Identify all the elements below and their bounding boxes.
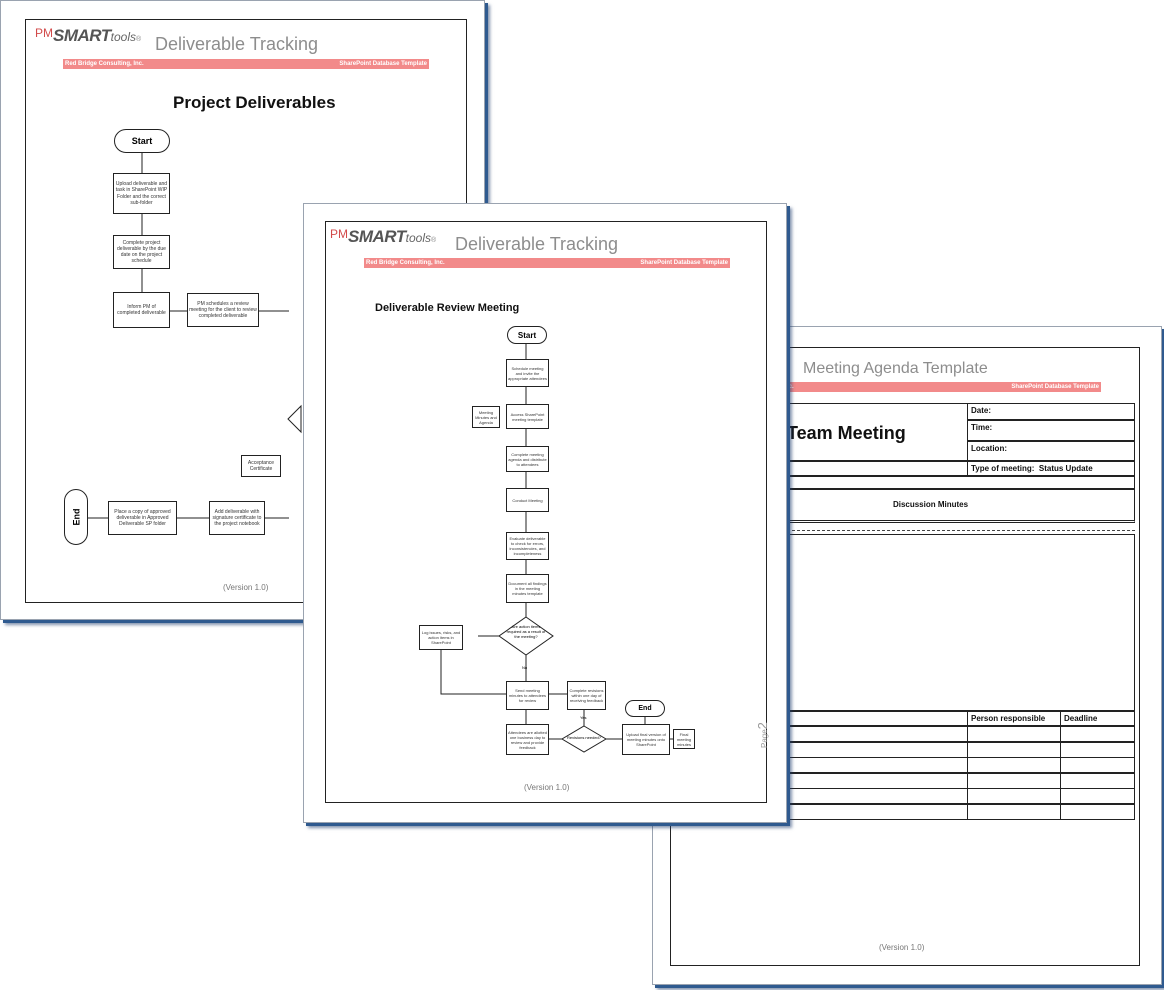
- table-cell: [967, 772, 1061, 789]
- version-label: (Version 1.0): [223, 583, 269, 592]
- template-name: SharePoint Database Template: [640, 260, 728, 266]
- start-terminator: Start: [114, 129, 170, 153]
- page-frame: [325, 221, 767, 803]
- table-cell: [967, 757, 1061, 773]
- table-cell: [1060, 741, 1135, 758]
- no-label: No: [522, 665, 528, 670]
- document-findings-step: Document all findings in the meeting min…: [506, 574, 549, 603]
- attendees-review-step: Attendees are allotted one business day …: [506, 724, 549, 755]
- meeting-type-field: Type of meeting: Status Update: [967, 461, 1135, 476]
- header-band: nc. SharePoint Database Template: [783, 382, 1101, 392]
- header-band: Red Bridge Consulting, Inc. SharePoint D…: [63, 59, 429, 69]
- table-cell: [1060, 803, 1135, 820]
- revisions-decision: Revisions needed?: [566, 735, 602, 740]
- template-name: SharePoint Database Template: [339, 61, 427, 67]
- complete-deliverable-step: Complete project deliverable by the due …: [113, 235, 170, 269]
- table-cell: [967, 788, 1061, 804]
- company-name: nc.: [785, 384, 794, 390]
- date-field: Date:: [967, 403, 1135, 420]
- access-template-step: Access SharePoint meeting template: [506, 404, 549, 429]
- flowchart-connectors: [440, 344, 673, 753]
- flowchart-connectors: [88, 153, 302, 519]
- table-cell: [967, 726, 1061, 742]
- template-name: SharePoint Database Template: [1011, 384, 1099, 390]
- page-number-label: Page2: [755, 722, 770, 748]
- header-band: Red Bridge Consulting, Inc. SharePoint D…: [364, 258, 730, 268]
- upload-deliverable-step: Upload deliverable and task in SharePoin…: [113, 173, 170, 214]
- table-cell: [787, 803, 968, 820]
- page-2: PMSMARTtools® Deliverable Tracking Red B…: [303, 203, 787, 823]
- person-responsible-column: Person responsible: [967, 711, 1061, 726]
- meeting-minutes-doc: Meeting Minutes and Agenda: [472, 406, 500, 428]
- time-field: Time:: [967, 420, 1135, 441]
- pm-smart-tools-logo: PMSMARTtools®: [330, 227, 437, 246]
- company-name: Red Bridge Consulting, Inc.: [65, 61, 144, 67]
- schedule-review-step: PM schedules a review meeting for the cl…: [187, 293, 259, 327]
- pm-smart-tools-logo: PMSMARTtools®: [35, 26, 142, 45]
- spacer-row: [787, 476, 1135, 489]
- document-title: Meeting Agenda Template: [803, 360, 988, 377]
- table-cell: [967, 803, 1061, 820]
- table-cell: [787, 757, 968, 773]
- deadline-column: Deadline: [1060, 711, 1135, 726]
- evaluate-deliverable-step: Evaluate deliverable to check for errors…: [506, 532, 549, 560]
- minutes-body: [787, 534, 1135, 711]
- start-terminator: Start: [507, 326, 547, 344]
- conduct-meeting-step: Conduct Meeting: [506, 488, 549, 512]
- table-cell: [1060, 788, 1135, 804]
- add-to-notebook-step: Add deliverable with signature certifica…: [209, 501, 265, 535]
- complete-agenda-step: Complete meeting agenda and distribute t…: [506, 446, 549, 472]
- end-terminator: End: [64, 489, 88, 545]
- table-cell: [787, 788, 968, 804]
- send-minutes-step: Send meeting minutes to attendees for re…: [506, 681, 549, 710]
- final-minutes-doc: Final meeting minutes: [673, 729, 695, 749]
- complete-revisions-step: Complete revisions within one day of rec…: [567, 681, 606, 710]
- table-cell: [1060, 726, 1135, 742]
- approved-deliverable-step: Place a copy of approved deliverable in …: [108, 501, 177, 535]
- discussion-minutes-header: Discussion Minutes: [787, 489, 1135, 523]
- version-label: (Version 1.0): [524, 783, 570, 792]
- document-title: Deliverable Tracking: [455, 234, 619, 254]
- version-label: (Version 1.0): [879, 943, 925, 952]
- table-cell: [787, 726, 968, 742]
- yes-label: Yes: [580, 715, 587, 720]
- page-heading: Project Deliverables: [173, 93, 336, 112]
- action-task-column: [787, 711, 968, 726]
- upload-minutes-step: Upload final version of meeting minutes …: [622, 724, 670, 755]
- minutes-dashed-line: [787, 530, 1135, 531]
- end-terminator: End: [625, 700, 665, 717]
- table-cell: [1060, 772, 1135, 789]
- meeting-title: Team Meeting: [787, 423, 906, 443]
- page-heading: Deliverable Review Meeting: [375, 302, 520, 314]
- table-cell: [1060, 757, 1135, 773]
- log-issues-step: Log issues, risks, and action items in S…: [419, 625, 463, 650]
- company-name: Red Bridge Consulting, Inc.: [366, 260, 445, 266]
- action-items-decision: Are action items required as a result of…: [506, 624, 546, 639]
- schedule-meeting-step: Schedule meeting and invite the appropri…: [506, 359, 549, 387]
- acceptance-certificate-doc: Acceptance Certificate: [241, 455, 281, 477]
- row-blank-left: [787, 461, 968, 476]
- inform-pm-step: Inform PM of completed deliverable: [113, 292, 170, 328]
- table-cell: [787, 741, 968, 758]
- table-cell: [967, 741, 1061, 758]
- table-cell: [787, 772, 968, 789]
- document-title: Deliverable Tracking: [155, 34, 319, 54]
- location-field: Location:: [967, 441, 1135, 461]
